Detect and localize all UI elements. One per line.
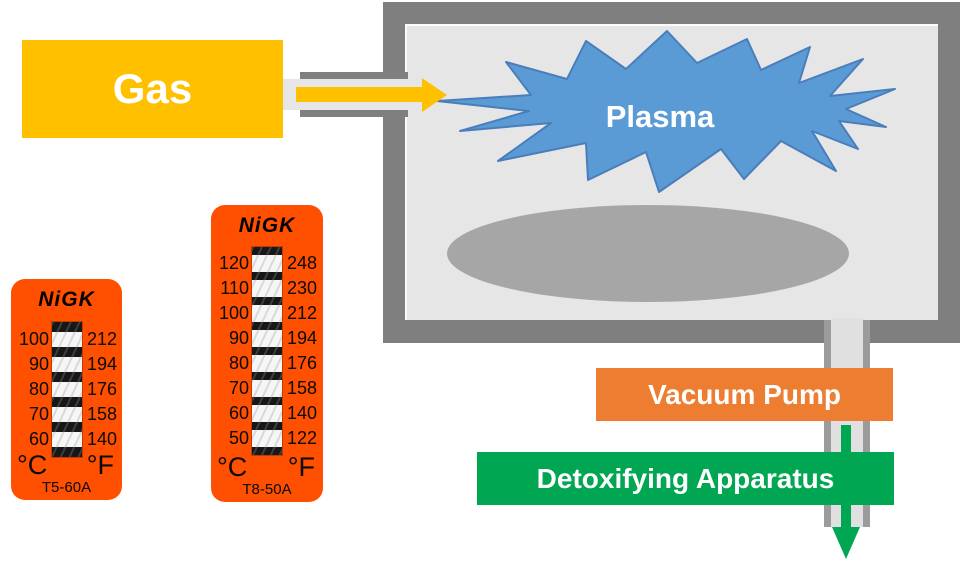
temp-row: 90 194	[11, 352, 122, 377]
plasma-burst	[436, 30, 896, 193]
temp-c-value: 110	[220, 278, 249, 298]
temp-c-value: 70	[28, 404, 49, 424]
gas-box-label: Gas	[112, 65, 193, 112]
gas-pipe-top-edge	[300, 72, 408, 79]
fahrenheit-unit: °F	[86, 450, 114, 480]
temp-row: 70 158	[11, 402, 122, 427]
exhaust-pipe-right-edge	[863, 320, 870, 527]
model-code: T5-60A	[41, 479, 92, 496]
temp-f-value: 194	[87, 354, 118, 374]
indicator-strip	[52, 322, 82, 457]
temp-f-value: 140	[287, 403, 318, 423]
temp-c-value: 60	[228, 403, 249, 423]
temp-f-value: 140	[87, 429, 118, 449]
temp-f-value: 176	[287, 353, 318, 373]
gas-box: Gas	[22, 40, 283, 138]
temp-c-value: 100	[218, 303, 249, 323]
temp-f-value: 230	[287, 278, 318, 298]
gas-pipe-bottom-edge	[300, 110, 408, 117]
temp-c-value: 80	[228, 353, 249, 373]
temp-row: 60 140	[211, 401, 323, 426]
exhaust-pipe-left-edge	[824, 320, 831, 527]
temp-row: 100 212	[211, 301, 323, 326]
nigk-brand: NiGK	[38, 288, 95, 311]
temp-f-value: 158	[87, 404, 118, 424]
vacuum-pump-box: Vacuum Pump	[596, 368, 893, 421]
model-code: T8-50A	[242, 481, 292, 498]
temp-f-value: 248	[287, 253, 318, 273]
temp-row: 90 194	[211, 326, 323, 351]
plasma-label: Plasma	[605, 99, 715, 134]
temp-c-value: 70	[228, 378, 249, 398]
temp-row: 120 248	[211, 251, 323, 276]
plasma-burst-shape	[436, 30, 896, 193]
temp-row: 70 158	[211, 376, 323, 401]
thermo-label-t5-60a: NiGK 100 212 90 194 80 176 70 158 60 140…	[11, 279, 122, 500]
temp-row: 80 176	[211, 351, 323, 376]
temp-c-value: 120	[218, 253, 249, 273]
gas-flow-arrow	[296, 78, 447, 112]
temp-row: 80 176	[11, 377, 122, 402]
temp-c-value: 90	[28, 354, 49, 374]
temp-f-value: 122	[287, 428, 318, 448]
detoxifying-apparatus-box: Detoxifying Apparatus	[477, 452, 894, 505]
temp-c-value: 50	[228, 428, 249, 448]
temp-c-value: 90	[228, 328, 249, 348]
temp-row: 100 212	[11, 327, 122, 352]
celsius-unit: °C	[17, 450, 48, 480]
temp-f-value: 158	[287, 378, 318, 398]
temp-f-value: 194	[287, 328, 318, 348]
detoxifying-apparatus-label: Detoxifying Apparatus	[536, 463, 835, 494]
electrode-ellipse	[447, 205, 849, 302]
temp-c-value: 80	[28, 379, 49, 399]
vacuum-pump-label: Vacuum Pump	[648, 379, 841, 410]
fahrenheit-unit: °F	[287, 452, 315, 482]
temp-c-value: 100	[18, 329, 49, 349]
nigk-brand: NiGK	[238, 214, 296, 237]
temp-f-value: 212	[287, 303, 318, 323]
temp-row: 50 122	[211, 426, 323, 451]
temp-row: 60 140	[11, 427, 122, 452]
temp-f-value: 212	[87, 329, 118, 349]
celsius-unit: °C	[217, 452, 248, 482]
temp-c-value: 60	[28, 429, 49, 449]
temp-row: 110 230	[211, 276, 323, 301]
temp-f-value: 176	[87, 379, 118, 399]
thermo-label-t8-50a: NiGK 120 248 110 230 100 212 90 194 80 1…	[211, 205, 323, 502]
indicator-strip	[252, 247, 282, 455]
